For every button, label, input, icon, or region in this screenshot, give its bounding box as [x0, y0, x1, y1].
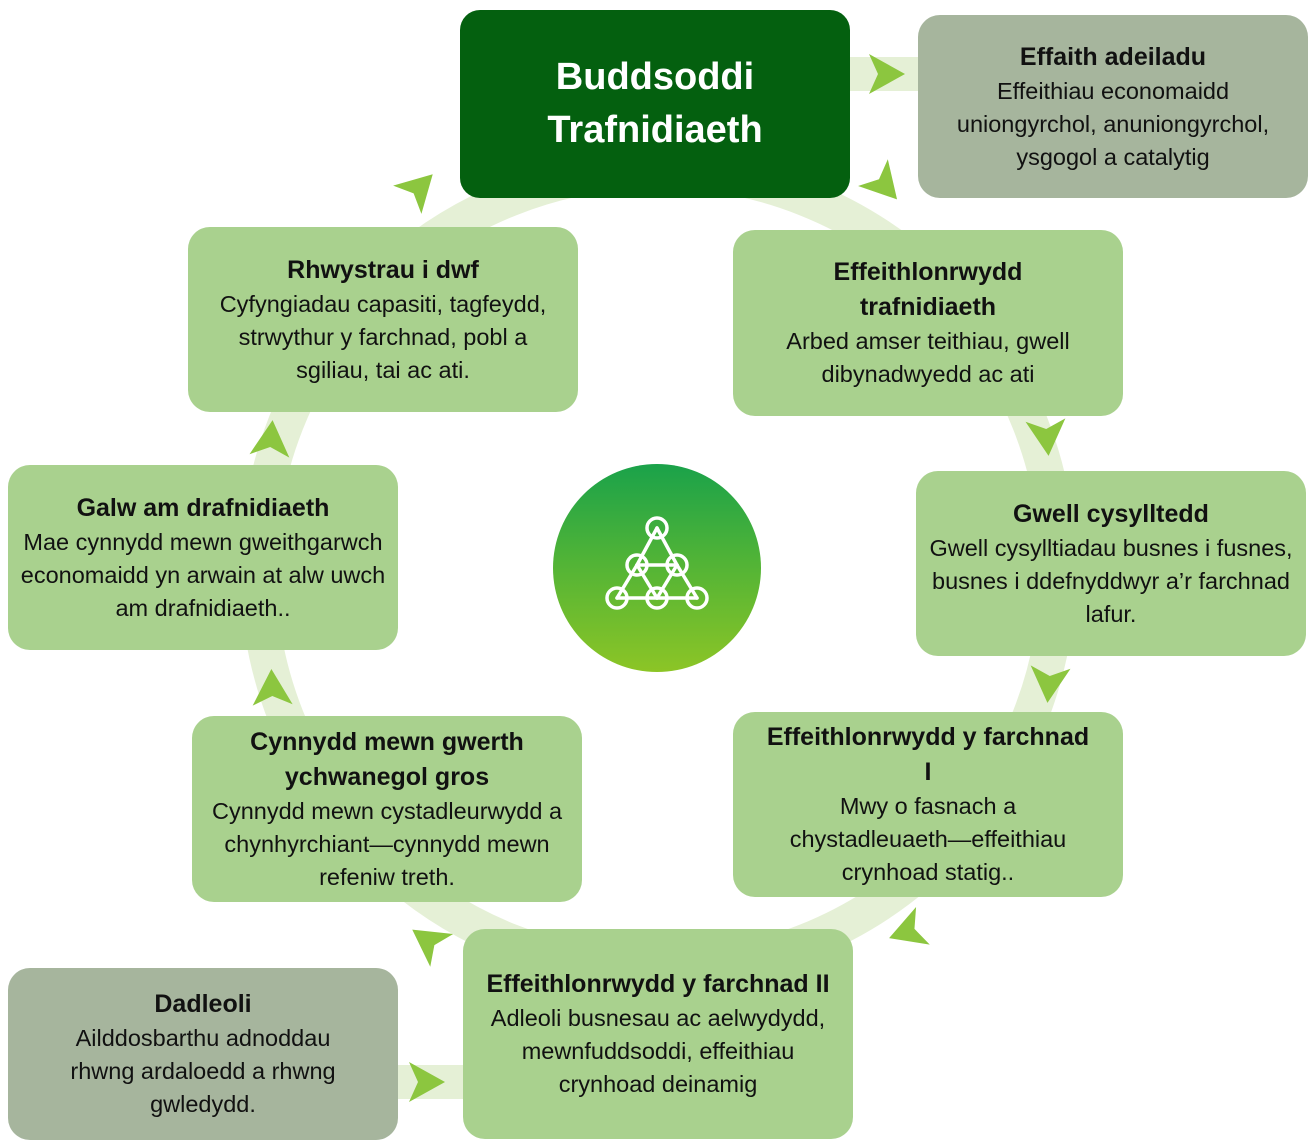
cycle-arrow-icon: [858, 159, 898, 200]
transport-demand-title: Galw am drafnidiaeth: [76, 493, 330, 522]
cycle-arrow-icon: [1030, 665, 1071, 703]
cycle-arrow-icon: [393, 174, 433, 214]
construction-impact-title: Effaith adeiladu: [1019, 42, 1207, 71]
market-efficiency-1-desc: Mwy o fasnach a chystadleuaeth—effeithia…: [789, 793, 1067, 885]
cycle-arrow-icon: [869, 54, 905, 94]
main-title-line2: Trafnidiaeth: [547, 109, 763, 151]
displacement-desc: Ailddosbarthu adnoddau rhwng ardaloedd a…: [70, 1025, 336, 1117]
growth-barriers-title: Rhwystrau i dwf: [287, 255, 479, 284]
transport-investment-box: Buddsoddi Trafnidiaeth: [460, 10, 850, 198]
cycle-arrow-icon: [409, 1062, 445, 1102]
market-efficiency-2-desc: Adleoli busnesau ac aelwydydd, mewnfudds…: [490, 1005, 826, 1097]
construction-impact-desc: Effeithiau economaidd uniongyrchol, anun…: [956, 77, 1270, 170]
growth-barriers-desc: Cyfyngiadau capasiti, tagfeydd, strwythu…: [219, 290, 547, 383]
growth-barriers-box: Rhwystrau i dwf Cyfyngiadau capasiti, ta…: [188, 227, 578, 412]
gva-increase-title: Cynnydd mewn gwerth ychwanegol gros: [250, 727, 524, 791]
connectivity-desc: Gwell cysylltiadau busnes i fusnes, busn…: [929, 534, 1293, 627]
cycle-arrow-icon: [249, 420, 290, 458]
transport-demand-desc: Mae cynnydd mewn gweithgarwch economaidd…: [20, 528, 386, 621]
main-title-line1: Buddsoddi: [555, 56, 755, 98]
market-efficiency-1-box: Effeithlonrwydd y farchnad I Mwy o fasna…: [733, 712, 1123, 897]
gva-increase-box: Cynnydd mewn gwerth ychwanegol gros Cynn…: [192, 716, 582, 902]
connectivity-title: Gwell cysylltedd: [1013, 499, 1209, 528]
displacement-box: Dadleoli Ailddosbarthu adnoddau rhwng ar…: [8, 968, 398, 1140]
construction-impact-box: Effaith adeiladu Effeithiau economaidd u…: [918, 15, 1308, 198]
transport-efficiency-desc: Arbed amser teithiau, gwell dibynadwyedd…: [786, 328, 1070, 387]
market-efficiency-2-box: Effeithlonrwydd y farchnad II Adleoli bu…: [463, 929, 853, 1139]
connectivity-box: Gwell cysylltedd Gwell cysylltiadau busn…: [916, 471, 1306, 656]
cycle-arrow-icon: [252, 669, 293, 706]
cycle-arrow-icon: [889, 907, 930, 945]
market-efficiency-1-title: Effeithlonrwydd y farchnad I: [766, 723, 1090, 786]
center-hub: [553, 464, 761, 672]
cycle-arrow-icon: [412, 929, 454, 967]
transport-efficiency-title: Effeithlonrwydd trafnidiaeth: [833, 258, 1023, 321]
market-efficiency-2-title: Effeithlonrwydd y farchnad II: [486, 970, 830, 998]
cycle-arrow-icon: [1025, 418, 1066, 456]
displacement-title: Dadleoli: [154, 990, 252, 1018]
transport-efficiency-box: Effeithlonrwydd trafnidiaeth Arbed amser…: [733, 230, 1123, 416]
network-triangle-icon: [605, 516, 709, 610]
gva-increase-desc: Cynnydd mewn cystadleurwydd a chynhyrchi…: [211, 797, 563, 890]
transport-demand-box: Galw am drafnidiaeth Mae cynnydd mewn gw…: [8, 465, 398, 650]
